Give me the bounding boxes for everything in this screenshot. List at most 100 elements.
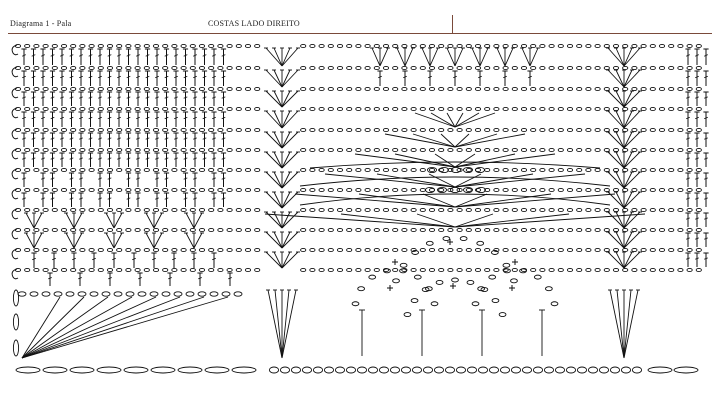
chain-stitch bbox=[60, 187, 68, 193]
chain-stitch bbox=[189, 147, 196, 153]
shelf-arc bbox=[299, 176, 611, 187]
fan-stitch bbox=[623, 191, 641, 209]
chain-stitch bbox=[162, 127, 169, 133]
chain-stitch bbox=[594, 106, 601, 112]
chain-stitch bbox=[474, 86, 482, 92]
fan-stitch bbox=[371, 47, 381, 67]
chain-stitch bbox=[336, 86, 344, 92]
chain-stitch bbox=[382, 65, 390, 71]
chain-stitch bbox=[88, 106, 95, 112]
double-crochet-slash bbox=[136, 116, 140, 120]
chain-stitch bbox=[447, 106, 454, 112]
chain-stitch bbox=[162, 65, 169, 71]
chain-stitch bbox=[336, 147, 344, 153]
double-crochet-slash bbox=[107, 157, 112, 160]
double-crochet-slash bbox=[78, 277, 82, 280]
chain-stitch bbox=[640, 267, 647, 273]
chain-stitch bbox=[548, 43, 555, 49]
chain-stitch bbox=[520, 106, 528, 112]
chain-stitch bbox=[323, 366, 335, 374]
chain-stitch bbox=[474, 65, 482, 71]
chain-stitch bbox=[419, 86, 426, 92]
chain-stitch bbox=[428, 267, 436, 273]
chain-stitch bbox=[373, 187, 380, 193]
fan-stitch bbox=[265, 251, 283, 269]
chain-stitch bbox=[392, 278, 400, 284]
chain-stitch bbox=[125, 127, 132, 133]
chain-stitch bbox=[309, 247, 316, 253]
chain-stitch bbox=[217, 247, 224, 253]
chain-stitch bbox=[612, 267, 620, 273]
double-crochet-slash bbox=[453, 75, 457, 79]
chain-stitch bbox=[373, 106, 380, 112]
double-crochet-slash bbox=[145, 96, 150, 99]
chain-stitch bbox=[585, 267, 592, 273]
dc-fan-stitch bbox=[384, 133, 456, 148]
chain-stitch bbox=[355, 227, 362, 233]
double-crochet-slash bbox=[117, 116, 121, 120]
double-crochet-slash bbox=[88, 75, 93, 79]
chain-stitch bbox=[465, 147, 472, 153]
double-crochet-slash bbox=[478, 75, 482, 79]
fan-stitch bbox=[607, 211, 625, 229]
double-crochet-slash bbox=[136, 75, 140, 79]
double-crochet-slash bbox=[136, 177, 140, 180]
chain-stitch bbox=[143, 227, 150, 233]
chain-stitch bbox=[254, 207, 261, 213]
dc-fan-stitch bbox=[454, 173, 586, 188]
row-turn-loop bbox=[11, 268, 19, 280]
chain-stitch bbox=[106, 106, 114, 112]
chain-stitch bbox=[378, 366, 390, 374]
chain-stitch bbox=[649, 106, 656, 112]
chain-stitch bbox=[244, 167, 252, 173]
chain-stitch bbox=[123, 366, 149, 374]
double-crochet-slash bbox=[98, 197, 102, 200]
chain-stitch bbox=[208, 86, 215, 92]
fan-stitch bbox=[281, 69, 291, 88]
chain-stitch bbox=[474, 106, 482, 112]
double-crochet-slash bbox=[704, 237, 708, 240]
fan-stitch bbox=[623, 131, 641, 149]
double-crochet-slash bbox=[69, 177, 74, 180]
double-crochet-slash bbox=[686, 96, 690, 99]
chain-stitch bbox=[401, 227, 408, 233]
chain-stitch bbox=[134, 167, 141, 173]
chain-stitch bbox=[152, 167, 160, 173]
double-crochet-slash bbox=[69, 157, 74, 160]
chain-stitch bbox=[208, 106, 215, 112]
chain-stitch bbox=[456, 247, 463, 253]
double-crochet-slash bbox=[164, 116, 169, 120]
chain-stitch bbox=[24, 207, 31, 213]
double-crochet-slash bbox=[145, 157, 150, 160]
fan-stitch bbox=[454, 47, 464, 67]
fan-stitch bbox=[609, 289, 625, 359]
chain-stitch bbox=[576, 43, 583, 49]
chain-stitch bbox=[171, 227, 178, 233]
fan-stitch bbox=[265, 47, 283, 67]
chain-stitch bbox=[677, 207, 684, 213]
double-crochet-slash bbox=[117, 137, 121, 140]
chain-stitch bbox=[511, 167, 518, 173]
chain-stitch bbox=[493, 43, 500, 49]
chain-stitch bbox=[51, 43, 58, 49]
double-crochet-slash bbox=[107, 96, 112, 99]
chain-stitch bbox=[88, 207, 95, 213]
chain-stitch bbox=[401, 167, 408, 173]
chain-stitch bbox=[451, 277, 459, 283]
double-crochet-slash bbox=[686, 217, 690, 220]
double-crochet-slash bbox=[155, 54, 159, 57]
chain-stitch bbox=[318, 86, 325, 92]
double-crochet-slash bbox=[72, 257, 76, 261]
chain-stitch bbox=[502, 147, 509, 153]
chain-stitch bbox=[419, 127, 426, 133]
chain-stitch bbox=[327, 43, 334, 49]
chain-stitch bbox=[530, 65, 537, 71]
dc-fan-stitch bbox=[454, 112, 464, 128]
double-crochet-slash bbox=[41, 137, 45, 140]
double-crochet-slash bbox=[174, 75, 178, 79]
chain-stitch bbox=[640, 207, 647, 213]
dc-fan-stitch bbox=[454, 133, 470, 148]
chain-stitch bbox=[438, 127, 445, 133]
double-crochet-slash bbox=[60, 96, 64, 99]
double-crochet-slash bbox=[192, 257, 196, 261]
